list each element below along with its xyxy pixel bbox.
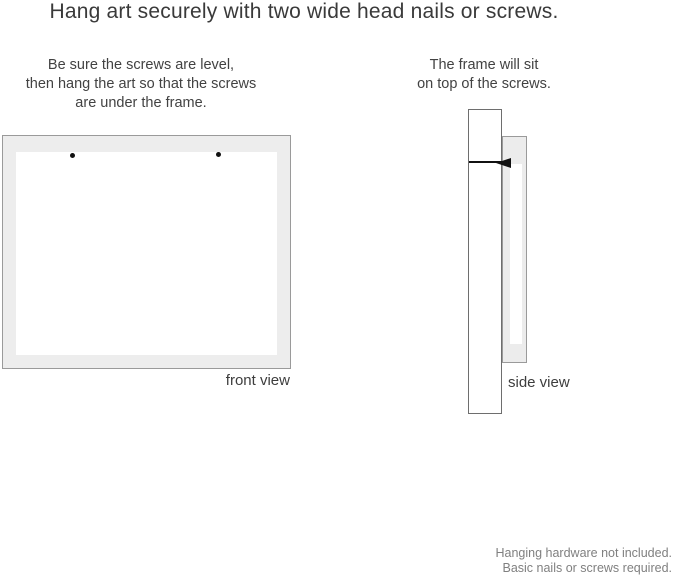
frame-matte-area xyxy=(16,152,277,355)
nail-head-icon xyxy=(496,158,511,168)
front-view-instruction-line: are under the frame. xyxy=(75,95,207,111)
hardware-disclaimer-line: Basic nails or screws required. xyxy=(502,561,672,575)
page-title: Hang art securely with two wide head nai… xyxy=(49,0,559,23)
nail-head-left-icon xyxy=(70,153,75,158)
front-view-label: front view xyxy=(225,372,290,389)
nail-shaft-icon xyxy=(469,161,503,163)
front-view-frame-illustration xyxy=(2,135,291,369)
side-view-instruction-line: The frame will sit xyxy=(429,57,539,73)
front-view-instruction-line: Be sure the screws are level, xyxy=(47,57,235,73)
front-view-instruction: Be sure the screws are level, then hang … xyxy=(21,56,261,113)
front-view-instruction-line: then hang the art so that the screws xyxy=(25,76,257,92)
side-view-label: side view xyxy=(508,374,570,391)
hardware-disclaimer-line: Hanging hardware not included. xyxy=(495,546,672,560)
hardware-disclaimer: Hanging hardware not included. Basic nai… xyxy=(495,546,672,576)
nail-head-right-icon xyxy=(216,152,221,157)
side-view-instruction-line: on top of the screws. xyxy=(417,76,551,92)
side-view-frame-inner xyxy=(510,164,522,344)
side-view-frame-illustration xyxy=(502,136,527,363)
side-view-instruction: The frame will sit on top of the screws. xyxy=(404,56,564,94)
side-view-wall xyxy=(468,109,502,414)
